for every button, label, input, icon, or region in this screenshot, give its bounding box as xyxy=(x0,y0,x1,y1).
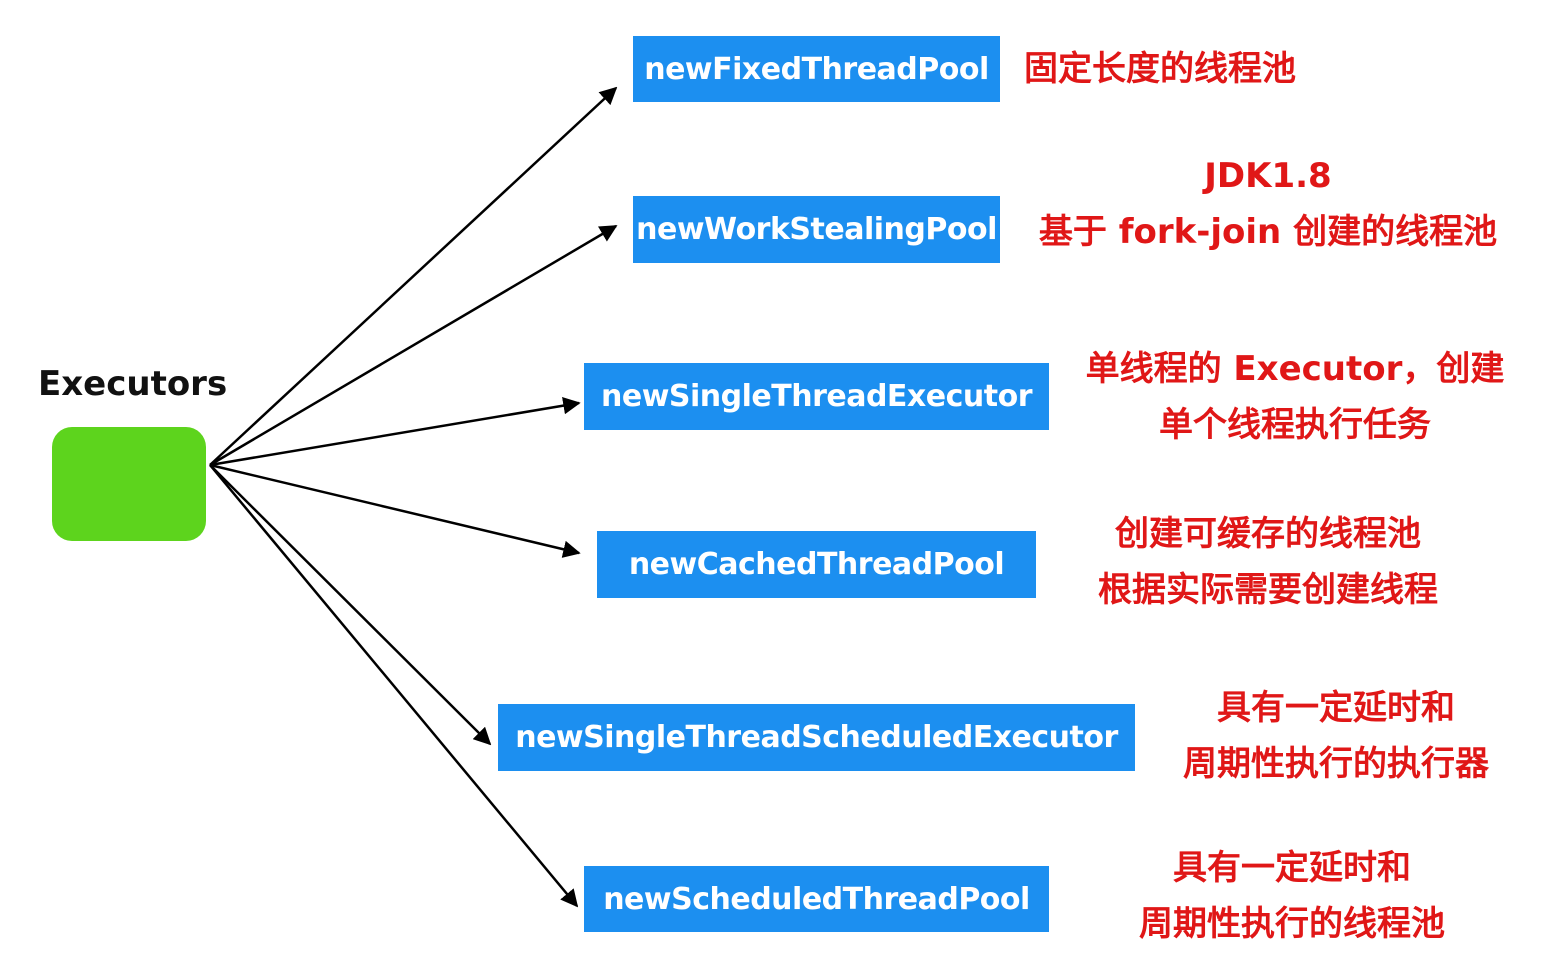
desc-line: 具有一定延时和 xyxy=(1217,688,1455,728)
method-label: newSingleThreadExecutor xyxy=(600,379,1033,414)
method-box-newFixedThreadPool: newFixedThreadPool xyxy=(633,36,1000,102)
desc-line: 周期性执行的线程池 xyxy=(1139,904,1445,944)
arrow-to-newSingleThreadExecutor xyxy=(209,396,581,467)
arrow-to-newWorkStealingPool xyxy=(209,224,618,467)
desc-line: 固定长度的线程池 xyxy=(1024,49,1296,89)
method-box-newWorkStealingPool: newWorkStealingPool xyxy=(633,196,1000,263)
desc-line: 周期性执行的执行器 xyxy=(1183,744,1489,784)
desc-newCachedThreadPool: 创建可缓存的线程池 根据实际需要创建线程 xyxy=(1060,506,1476,618)
executors-label: Executors xyxy=(38,364,228,404)
method-box-newScheduledThreadPool: newScheduledThreadPool xyxy=(584,866,1049,932)
desc-newScheduledThreadPool: 具有一定延时和 周期性执行的线程池 xyxy=(1106,840,1478,952)
arrow-to-newFixedThreadPool xyxy=(209,86,618,466)
method-label: newCachedThreadPool xyxy=(628,547,1005,582)
method-label: newWorkStealingPool xyxy=(636,212,997,247)
desc-line: 具有一定延时和 xyxy=(1173,848,1411,888)
desc-line: 创建可缓存的线程池 xyxy=(1115,514,1421,554)
desc-line: 基于 fork-join 创建的线程池 xyxy=(1038,212,1498,252)
desc-newSingleThreadScheduledExecutor: 具有一定延时和 周期性执行的执行器 xyxy=(1150,680,1522,792)
desc-newWorkStealingPool: JDK1.8 基于 fork-join 创建的线程池 xyxy=(1008,148,1528,260)
desc-newSingleThreadExecutor: 单线程的 Executor，创建 单个线程执行任务 xyxy=(1056,341,1534,453)
desc-line: 单线程的 Executor，创建 xyxy=(1085,349,1505,389)
method-box-newSingleThreadScheduledExecutor: newSingleThreadScheduledExecutor xyxy=(498,704,1135,771)
arrow-to-newCachedThreadPool xyxy=(209,463,581,558)
desc-line: 根据实际需要创建线程 xyxy=(1098,570,1438,610)
arrow-to-newSingleThreadScheduledExecutor xyxy=(209,464,492,746)
method-label: newScheduledThreadPool xyxy=(603,881,1030,917)
method-box-newSingleThreadExecutor: newSingleThreadExecutor xyxy=(584,363,1049,430)
arrow-to-newScheduledThreadPool xyxy=(209,464,579,908)
desc-line: JDK1.8 xyxy=(1204,156,1332,196)
desc-line: 单个线程执行任务 xyxy=(1159,405,1431,445)
executors-node xyxy=(52,427,206,541)
desc-newFixedThreadPool: 固定长度的线程池 xyxy=(1024,41,1354,97)
method-label: newSingleThreadScheduledExecutor xyxy=(515,720,1118,755)
method-label: newFixedThreadPool xyxy=(644,51,989,87)
method-box-newCachedThreadPool: newCachedThreadPool xyxy=(597,531,1036,598)
